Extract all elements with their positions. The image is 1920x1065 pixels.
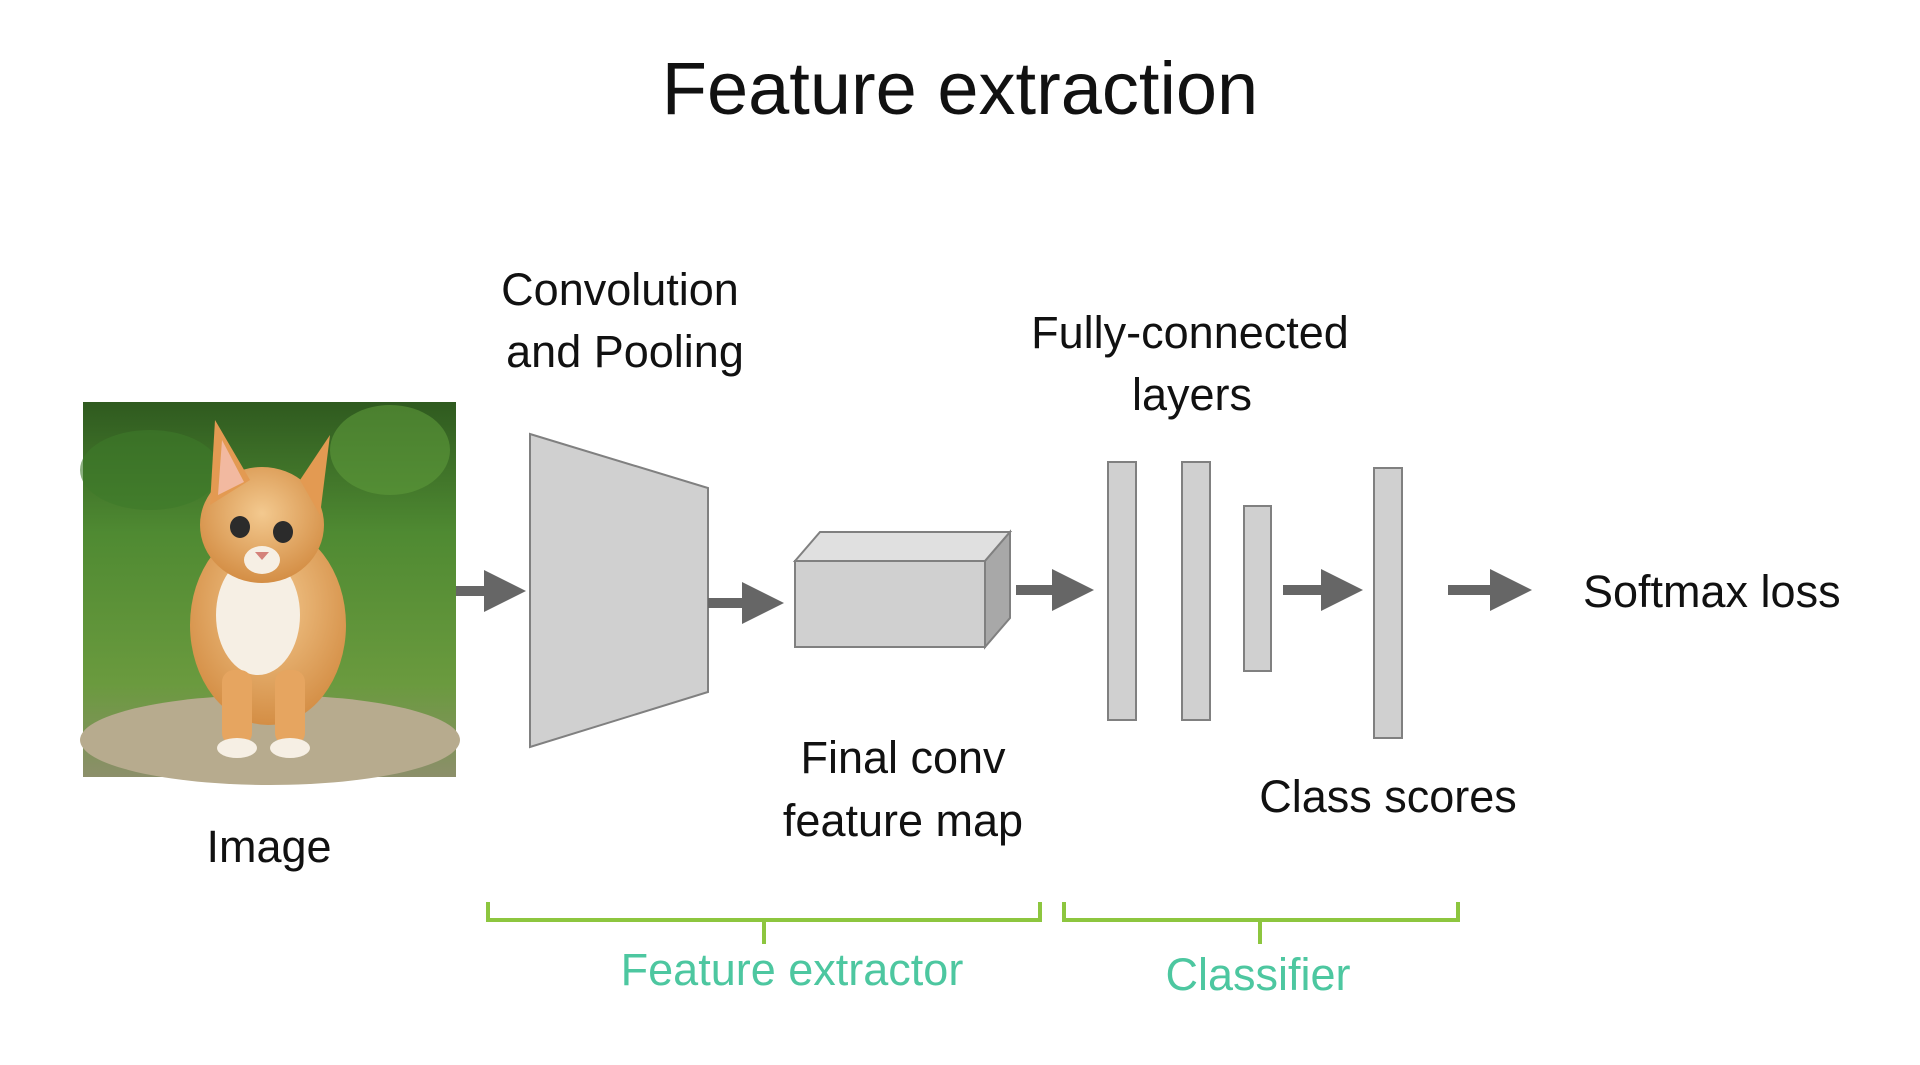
arrow-fc-to-scores — [1283, 569, 1363, 611]
fc-layer-1 — [1107, 461, 1137, 721]
arrow-featuremap-to-fc — [1016, 569, 1094, 611]
slide-title: Feature extraction — [661, 47, 1259, 130]
arrow-conv-to-featuremap — [708, 582, 784, 624]
feature-extractor-label: Feature extractor — [621, 944, 964, 995]
fc-label-line1: Fully-connected — [1031, 307, 1349, 358]
fmap-label-line2: feature map — [783, 795, 1023, 846]
softmax-label: Softmax loss — [1583, 566, 1841, 617]
fmap-label-line1: Final conv — [800, 732, 1006, 783]
fc-layer-2 — [1181, 461, 1211, 721]
kitten-image — [80, 402, 460, 785]
fc-label-line2: layers — [1132, 369, 1252, 420]
conv-label-line2: and Pooling — [506, 326, 744, 377]
conv-pooling-block — [529, 432, 709, 749]
classifier-label: Classifier — [1165, 949, 1350, 1000]
feature-map-block — [792, 529, 1013, 650]
fc-layer-3 — [1243, 505, 1272, 672]
feature-extractor-bracket — [486, 902, 1042, 944]
classifier-bracket — [1062, 902, 1460, 944]
class-scores-layer — [1373, 467, 1403, 739]
class-scores-label: Class scores — [1259, 771, 1517, 822]
conv-label-line1: Convolution — [501, 264, 739, 315]
arrow-image-to-conv — [456, 570, 526, 612]
arrow-scores-to-softmax — [1448, 569, 1532, 611]
image-label: Image — [206, 821, 331, 872]
